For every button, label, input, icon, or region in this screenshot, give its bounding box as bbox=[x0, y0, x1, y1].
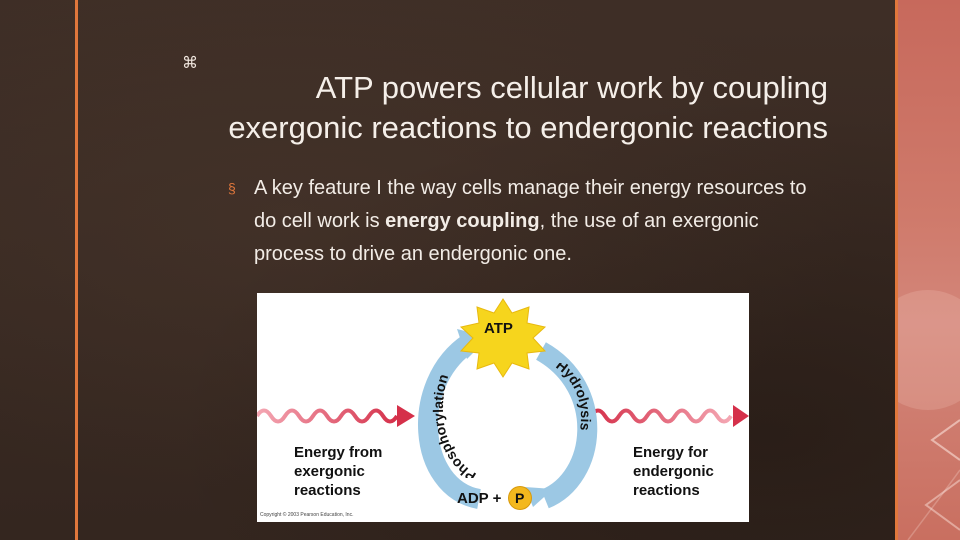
bullet-marker-icon: § bbox=[228, 180, 236, 196]
hydrolysis-arrowhead bbox=[525, 487, 553, 507]
phosphorylation-label: Phosphorylation bbox=[429, 338, 489, 478]
right-energy-wave bbox=[589, 408, 733, 424]
atp-starburst bbox=[459, 298, 547, 378]
decor-chevrons bbox=[907, 419, 960, 540]
bullet-text-pre: A key feature I the way cells manage the… bbox=[254, 177, 807, 232]
svg-text:Hydrolysis: Hydrolysis bbox=[553, 363, 594, 432]
left-caption-line-2: exergonic bbox=[294, 463, 365, 480]
left-energy-wave bbox=[257, 408, 399, 424]
phosphorylation-arc bbox=[418, 334, 482, 509]
decor-glow bbox=[898, 290, 960, 410]
hydrolysis-text: Hydrolysis bbox=[553, 363, 594, 432]
phosphate-badge: P bbox=[509, 487, 531, 509]
left-accent-rule bbox=[75, 0, 78, 540]
atp-cycle-diagram: ATP Phosphorylation Hydrolysis ADP + P E… bbox=[257, 293, 749, 522]
right-caption-line-3: reactions bbox=[633, 482, 700, 499]
hydrolysis-arc bbox=[535, 342, 598, 509]
left-wave-arrowhead bbox=[397, 405, 415, 427]
slide-title: ATP powers cellular work by coupling exe… bbox=[160, 68, 828, 148]
phosphate-label: P bbox=[515, 490, 525, 506]
bullet-text-post: , the use of an exergonic process to dri… bbox=[254, 210, 759, 265]
right-decor-panel bbox=[898, 0, 960, 540]
copyright-notice: Copyright © 2003 Pearson Education, Inc. bbox=[260, 512, 354, 518]
right-caption-line-2: endergonic bbox=[633, 463, 714, 480]
bullet-text: A key feature I the way cells manage the… bbox=[254, 172, 828, 271]
left-caption: Energy from exergonic reactions bbox=[294, 443, 382, 500]
hydrolysis-label-path: Hydrolysis bbox=[553, 363, 594, 432]
left-caption-line-3: reactions bbox=[294, 482, 361, 499]
right-caption-line-1: Energy for bbox=[633, 444, 709, 461]
right-caption: Energy for endergonic reactions bbox=[633, 443, 714, 500]
left-caption-line-1: Energy from bbox=[294, 444, 383, 461]
title-line-1: ATP powers cellular work by coupling bbox=[315, 70, 828, 105]
right-accent-rule bbox=[895, 0, 898, 540]
z-logo-icon: ⌘ bbox=[182, 55, 198, 72]
right-wave-arrowhead bbox=[733, 405, 749, 427]
phosphorylation-text: Phosphorylation bbox=[430, 372, 479, 478]
adp-label: ADP + bbox=[457, 490, 502, 507]
atp-label: ATP bbox=[484, 320, 513, 337]
atp-cycle-graphic bbox=[257, 298, 749, 509]
svg-text:Phosphorylation: Phosphorylation bbox=[430, 372, 479, 478]
phosphorylation-label-path: Phosphorylation bbox=[430, 372, 479, 478]
bullet-item: § A key feature I the way cells manage t… bbox=[228, 172, 828, 271]
title-line-2: exergonic reactions to endergonic reacti… bbox=[228, 110, 828, 145]
bullet-text-bold: energy coupling bbox=[385, 210, 540, 232]
hydrolysis-label: Hydrolysis bbox=[545, 363, 595, 473]
